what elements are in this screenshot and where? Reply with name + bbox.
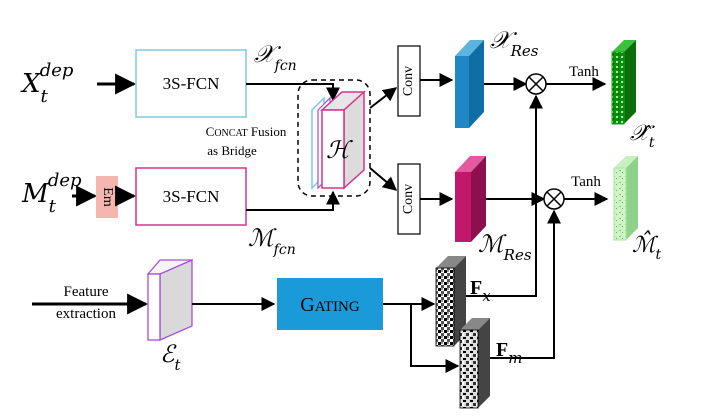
multiply-node-bottom (543, 188, 565, 210)
conv-top-label: Conv (401, 66, 416, 96)
concat-fusion-box (297, 79, 371, 197)
svg-text:Xtdep: Xt dep (20, 60, 74, 107)
arrow-fm-to-mult-bottom (490, 209, 561, 359)
m-dep-base: M (21, 179, 50, 209)
output-m-label: ℳ̂t (632, 230, 662, 263)
x-dep-sup: dep (40, 60, 74, 81)
x-res-label: 𝒳Res (490, 26, 539, 60)
fx-label: Fx (470, 277, 491, 305)
fusion-caption-line2: as Bridge (207, 143, 257, 158)
gating-block (277, 278, 383, 330)
tanh-bottom-label: Tanh (571, 174, 601, 190)
x-dep-sub: t (41, 86, 49, 107)
fcn-bottom-block (135, 167, 247, 226)
arrow-fcn-top-to-fusion (246, 83, 340, 102)
m-fcn-label: ℳfcn (248, 224, 296, 258)
tanh-top-label: Tanh (569, 64, 599, 80)
em-label: Em (100, 187, 115, 207)
output-x-label: 𝒳̂t (630, 121, 655, 151)
input-m-dep: Mt dep (21, 170, 82, 217)
gating-label: GATING (300, 294, 360, 316)
arrow-fcn-bottom-to-fusion (246, 190, 340, 211)
x-res-cube (455, 40, 484, 128)
fm-label: Fm (496, 339, 522, 367)
output-m-image (613, 156, 638, 241)
fcn-top-label: 3S-FCN (163, 74, 220, 93)
m-dep-sub: t (49, 196, 57, 217)
feature-label-line1: Feature (64, 284, 109, 300)
multiply-node-top (525, 73, 547, 95)
fm-map (459, 318, 490, 409)
feature-label-line2: extraction (56, 306, 116, 322)
x-dep-base: X (20, 69, 42, 99)
m-dep-sup: dep (48, 170, 82, 191)
svg-text:Mtdep: Mt dep (21, 170, 82, 217)
arrow-fusion-to-conv-bottom (369, 167, 398, 191)
fusion-cube-front (321, 109, 345, 189)
em-block (96, 176, 118, 218)
arrow-fusion-to-conv-top (369, 87, 398, 109)
fusion-caption-line1: CONCAT Fusion (206, 124, 287, 139)
x-fcn-label: 𝒳fcn (254, 40, 297, 74)
e-t-label: ℰt (160, 340, 182, 374)
fcn-bottom-label: 3S-FCN (163, 187, 220, 206)
output-x-image (611, 40, 636, 125)
m-res-cube (455, 156, 486, 242)
e-t-cube (146, 259, 194, 341)
arrow-fx-to-mult-top (466, 94, 543, 297)
fusion-h-symbol: ℋ (326, 136, 353, 164)
conv-bottom-label: Conv (401, 184, 416, 214)
input-x-dep: Xt dep (20, 60, 74, 107)
m-res-label: ℳRes (478, 230, 532, 264)
fx-map (435, 256, 466, 347)
arrow-gating-to-fm (410, 304, 460, 373)
